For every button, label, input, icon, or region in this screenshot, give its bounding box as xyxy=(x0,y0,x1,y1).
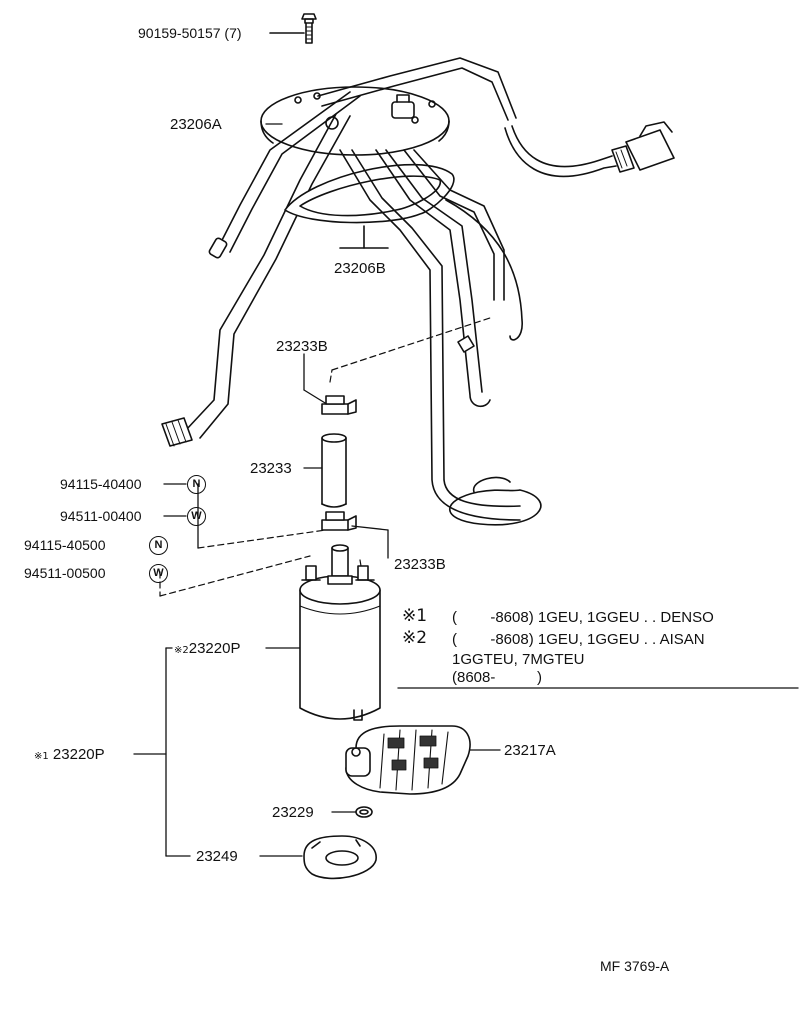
internal-pipes xyxy=(339,149,542,526)
hose-clamp xyxy=(321,511,357,531)
label-clamp-lower: 23233B xyxy=(394,556,446,573)
label-filter: 23217A xyxy=(504,742,556,759)
note2-mark: ※2 xyxy=(402,628,428,648)
hose-clamp xyxy=(321,395,357,415)
note2-line2: 1GGTEU, 7MGTEU xyxy=(452,651,585,668)
figure-code: MF 3769-A xyxy=(600,958,670,974)
w-mark-icon: W xyxy=(187,507,206,526)
leader-lines xyxy=(133,123,799,857)
fuel-tank-bracket xyxy=(161,57,675,447)
note1-text: ( -8608) 1GEU, 1GGEU . . DENSO xyxy=(452,609,714,626)
label-cushion: 23249 xyxy=(196,848,238,865)
label-washer-w4: 94511-00400 xyxy=(60,508,142,524)
pump-filter xyxy=(345,725,471,795)
bolt-icon xyxy=(269,13,317,44)
label-bracket: 23206A xyxy=(170,116,222,133)
label-nut-n5: 94115-40500 xyxy=(24,537,106,553)
label-nut-n4: 94115-40400 xyxy=(60,476,142,492)
label-hose: 23233 xyxy=(250,460,292,477)
fuel-hose xyxy=(321,433,347,508)
ref-mark-2: ※2 xyxy=(174,645,189,656)
ref-mark-1: ※1 xyxy=(34,751,49,762)
label-pump-2-number: 23220P xyxy=(188,640,241,657)
fuel-pump xyxy=(299,544,381,721)
label-pump-2: ※223220P xyxy=(174,640,240,659)
n-mark-icon: N xyxy=(149,536,168,555)
n-mark-icon: N xyxy=(187,475,206,494)
label-pump-1: ※1 23220P xyxy=(34,746,105,765)
o-ring xyxy=(355,806,373,818)
label-clamp-upper: 23233B xyxy=(276,338,328,355)
note1-mark: ※1 xyxy=(402,606,428,626)
label-washer-w5: 94511-00500 xyxy=(24,565,106,581)
dashed-lines xyxy=(159,317,491,597)
note2-text: ( -8608) 1GEU, 1GGEU . . AISAN xyxy=(452,631,705,648)
label-gasket: 23206B xyxy=(334,260,386,277)
label-pump-1-number: 23220P xyxy=(52,746,105,763)
gasket-ring xyxy=(284,163,455,249)
w-mark-icon: W xyxy=(149,564,168,583)
pump-cushion xyxy=(303,835,377,880)
label-ring: 23229 xyxy=(272,804,314,821)
note2-line3: (8608- ) xyxy=(452,669,543,686)
label-bolt: 90159-50157 (7) xyxy=(138,25,242,41)
